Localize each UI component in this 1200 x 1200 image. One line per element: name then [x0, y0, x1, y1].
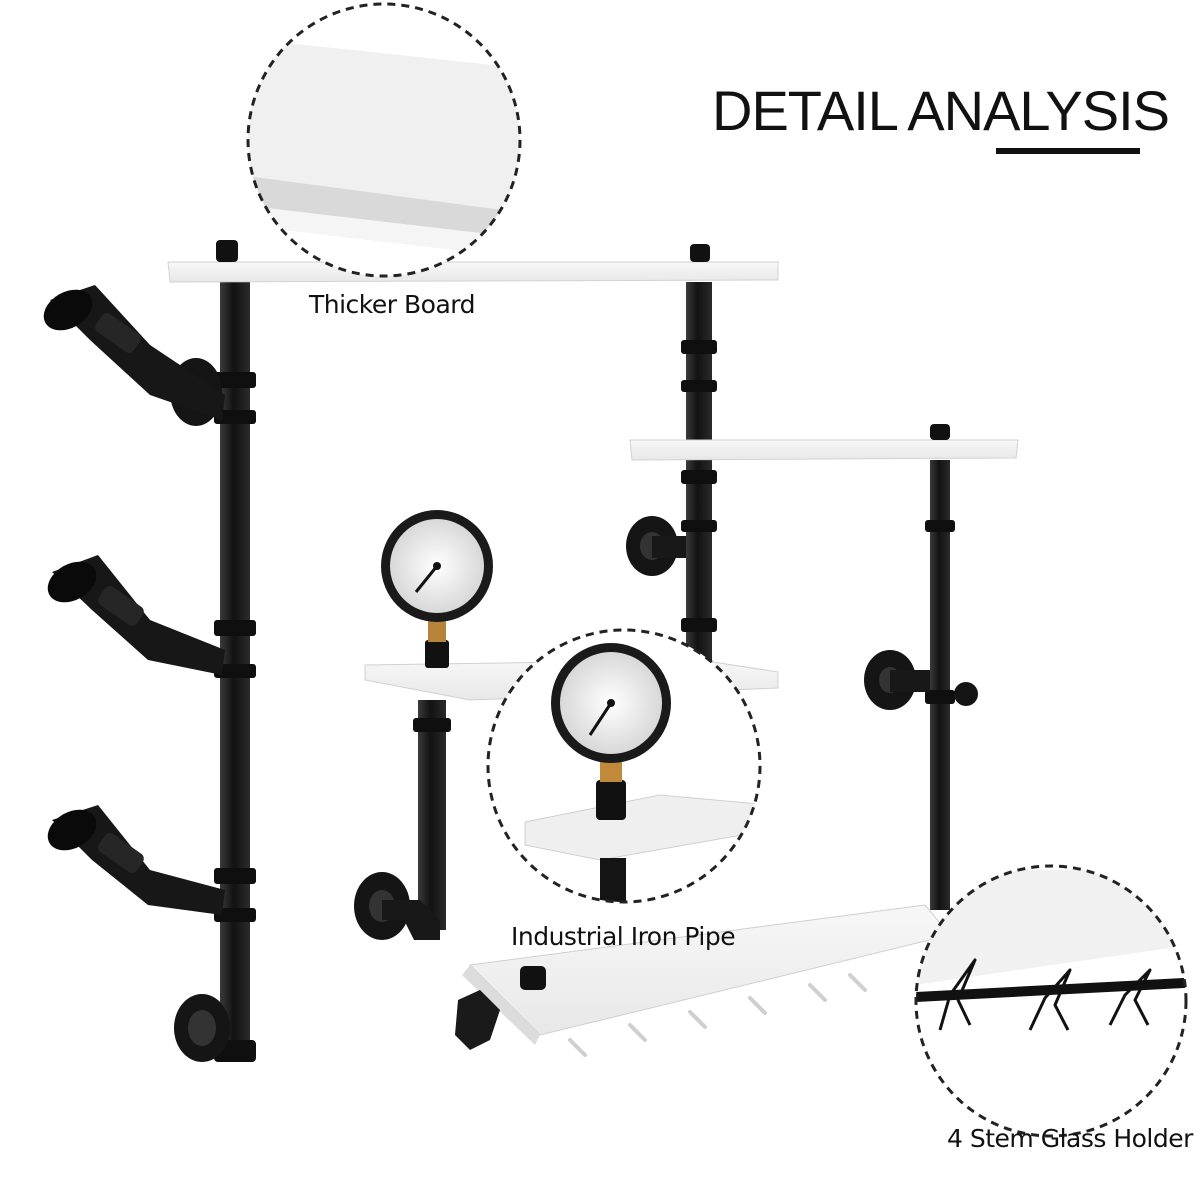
detail-circle-pipe: [486, 628, 762, 904]
middle-right-shelf: [629, 424, 1019, 910]
callout-stem-glass-holder: 4 Stem Glass Holder: [947, 1124, 1193, 1153]
bottle-rack: [43, 270, 256, 1062]
glass-holder-shelf: [455, 904, 951, 1057]
heading-underline: [996, 148, 1140, 154]
detail-circle-glass-holder: [914, 864, 1188, 1138]
top-shelf: [167, 240, 779, 662]
callout-industrial-iron-pipe: Industrial Iron Pipe: [511, 922, 736, 951]
detail-circle-board: [246, 2, 522, 278]
callout-thicker-board: Thicker Board: [309, 290, 475, 319]
detail-analysis-heading: DETAIL ANALYSIS: [712, 79, 1170, 142]
